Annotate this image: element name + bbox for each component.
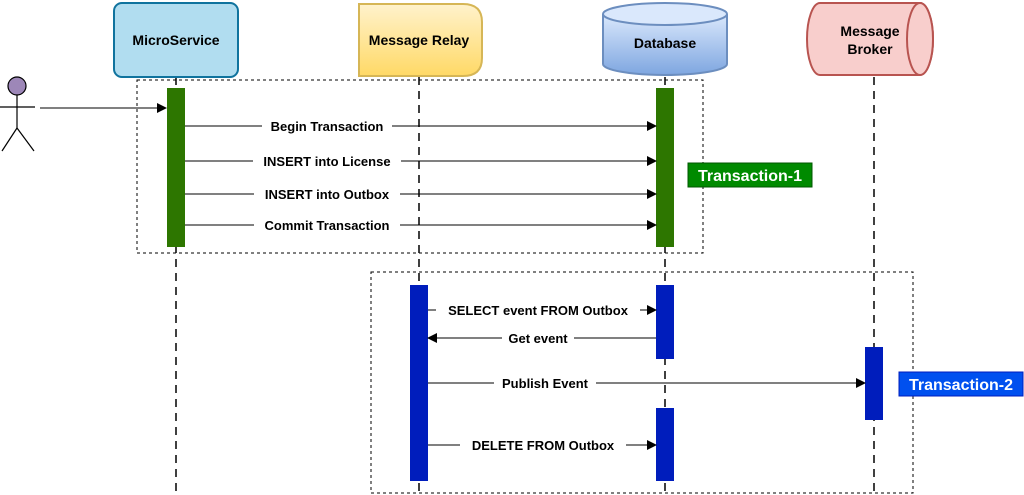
- microservice-activation: [167, 88, 185, 247]
- get-event-label: Get event: [508, 331, 568, 346]
- transaction-2-label: Transaction-2: [909, 377, 1013, 394]
- database-activation-t1: [656, 88, 674, 247]
- database-activation-delete: [656, 408, 674, 481]
- database-activation-select: [656, 285, 674, 359]
- transaction-1-label: Transaction-1: [698, 168, 802, 185]
- transaction-1-badge: Transaction-1: [687, 162, 813, 188]
- transaction-2-frame: [370, 271, 914, 494]
- commit-transaction-label: Commit Transaction: [265, 218, 390, 233]
- microservice-label: MicroService: [132, 32, 219, 48]
- relay-activation: [410, 285, 428, 481]
- transaction-1-frame: [136, 79, 704, 254]
- delete-outbox-label: DELETE FROM Outbox: [472, 438, 615, 453]
- database-participant: Database: [602, 2, 728, 76]
- message-relay-label: Message Relay: [369, 32, 470, 48]
- message-broker-participant: Message Broker: [806, 2, 934, 76]
- database-label: Database: [634, 35, 696, 51]
- select-event-label: SELECT event FROM Outbox: [448, 303, 629, 318]
- actor-icon: [0, 76, 35, 152]
- publish-event-label: Publish Event: [502, 376, 589, 391]
- insert-license-label: INSERT into License: [263, 154, 390, 169]
- microservice-participant: MicroService: [113, 2, 239, 78]
- insert-outbox-label: INSERT into Outbox: [265, 187, 390, 202]
- transaction-2-badge: Transaction-2: [898, 371, 1024, 397]
- message-relay-participant: Message Relay: [358, 3, 483, 77]
- broker-activation: [865, 347, 883, 420]
- message-broker-label-line2: Broker: [847, 41, 893, 57]
- begin-transaction-label: Begin Transaction: [271, 119, 384, 134]
- message-broker-label-line1: Message: [840, 23, 899, 39]
